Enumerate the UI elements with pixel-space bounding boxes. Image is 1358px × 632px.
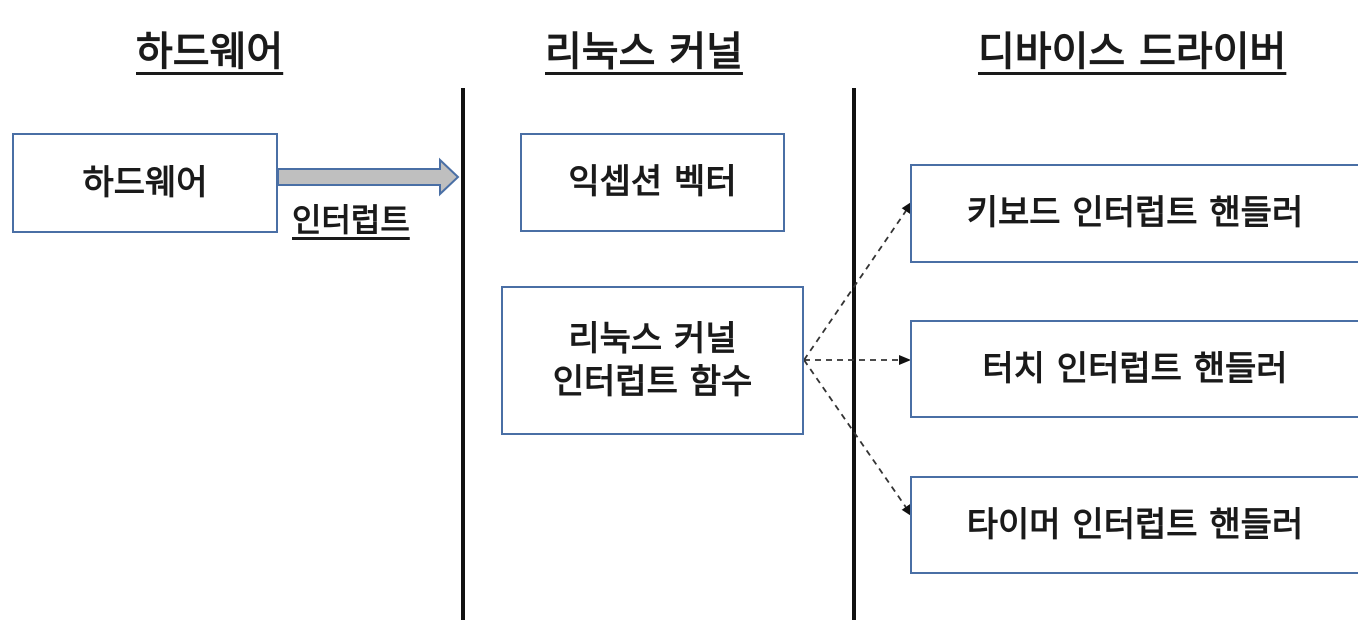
heading-linux-kernel: 리눅스 커널: [545, 29, 743, 75]
hardware-box-label: 하드웨어: [82, 162, 208, 203]
keyboard-handler-box: 키보드 인터럽트 핸들러: [910, 164, 1358, 263]
dashed-arrow-keyboard: [803, 201, 913, 361]
kernel-irq-line2: 인터럽트 함수: [552, 361, 753, 402]
timer-handler-box: 타이머 인터럽트 핸들러: [910, 476, 1358, 574]
interrupt-block-arrow: [277, 157, 460, 197]
exception-vector-box: 익셉션 벡터: [520, 133, 785, 232]
heading-device-driver: 디바이스 드라이버: [978, 29, 1287, 75]
kernel-irq-line1: 리눅스 커널: [568, 319, 737, 359]
heading-hardware: 하드웨어: [136, 29, 284, 75]
interrupt-label: 인터럽트: [292, 201, 410, 239]
touch-handler-box: 터치 인터럽트 핸들러: [910, 320, 1358, 418]
exception-vector-label: 익셉션 벡터: [568, 162, 737, 203]
touch-handler-label: 터치 인터럽트 핸들러: [982, 348, 1288, 389]
timer-handler-label: 타이머 인터럽트 핸들러: [966, 504, 1304, 545]
keyboard-handler-label: 키보드 인터럽트 핸들러: [966, 193, 1304, 234]
kernel-irq-function-box: 리눅스 커널 인터럽트 함수: [501, 286, 804, 435]
hardware-box: 하드웨어: [12, 133, 278, 233]
dashed-arrow-timer: [803, 359, 913, 517]
